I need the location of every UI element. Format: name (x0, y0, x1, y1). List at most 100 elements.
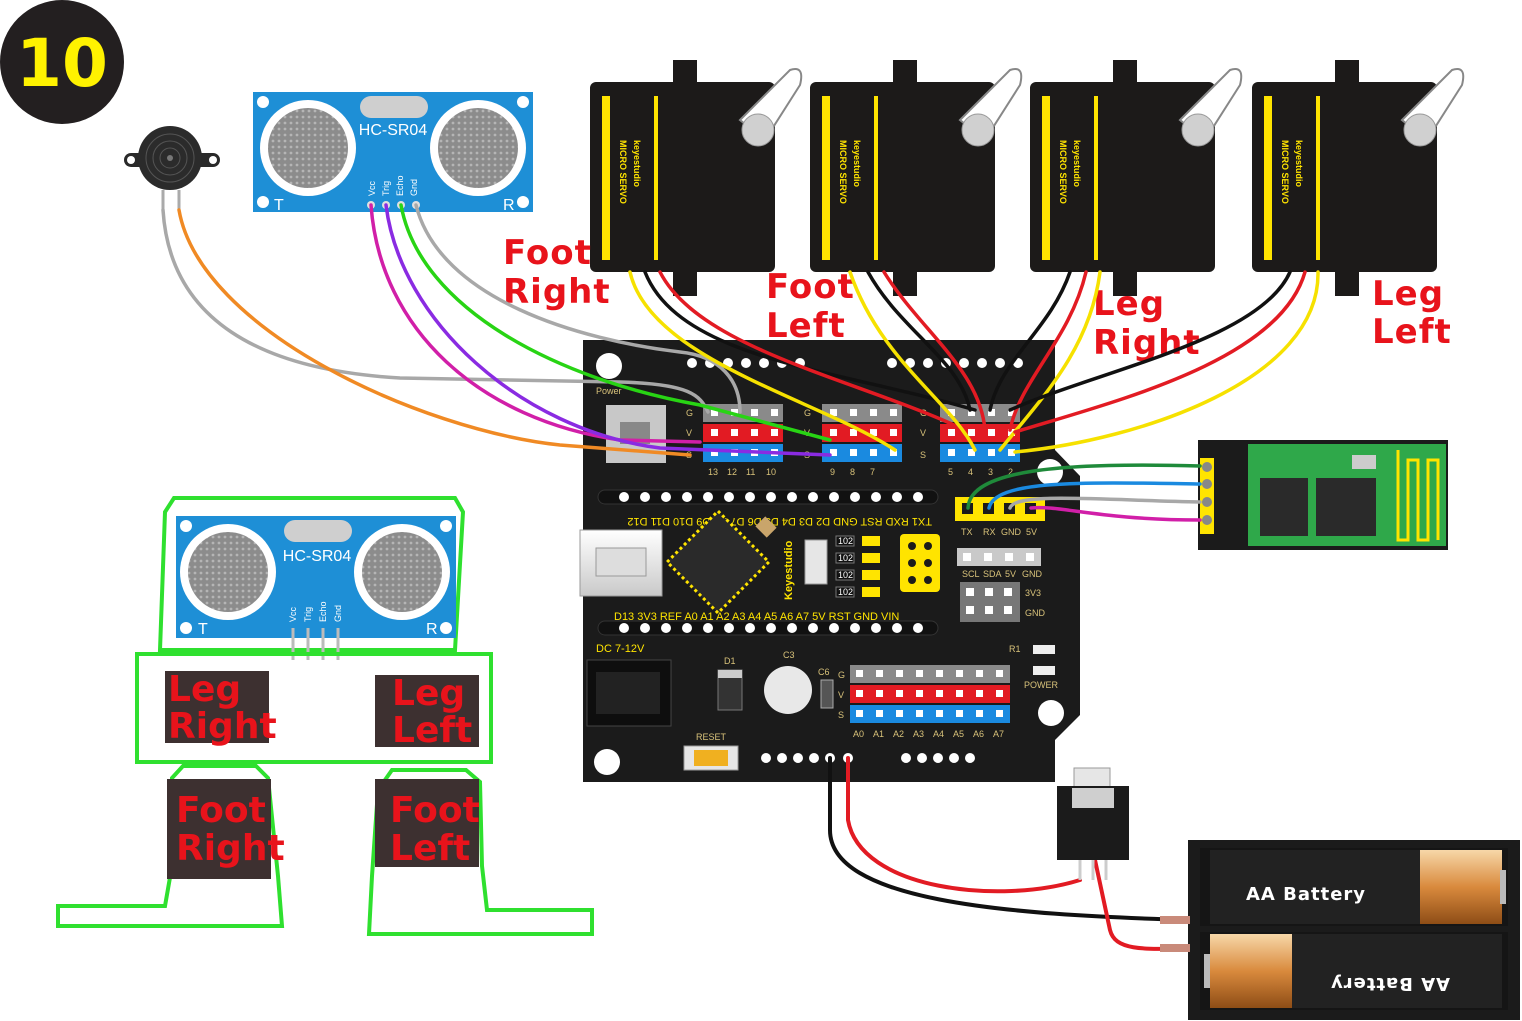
pin-3: 3 (988, 467, 993, 477)
analog-a6: A6 (973, 729, 984, 739)
r1-label: R1 (1009, 644, 1021, 654)
serial-pin-gnd: GND (1001, 527, 1022, 537)
pin-8: 8 (850, 467, 855, 477)
analog-pin-block (850, 665, 1010, 723)
wire-servo3-g (988, 270, 1072, 412)
serial-pin-rx: RX (983, 527, 996, 537)
bluetooth-module (1198, 440, 1448, 550)
analog-a7: A7 (993, 729, 1004, 739)
wire-us-vcc (369, 203, 702, 444)
resistor-label: 102 (838, 536, 853, 546)
wire-servo2-v (882, 270, 987, 432)
battery-2-label: AA Battery (1330, 973, 1450, 994)
pin-3v3: 3V3 (1025, 588, 1041, 598)
pin-11: 11 (746, 467, 755, 477)
mount-hole (1038, 700, 1064, 726)
pin-gnd: GND (1025, 608, 1046, 618)
servo-body (590, 82, 775, 272)
robot-body-outline (135, 652, 493, 764)
robot-eye-right-icon (362, 532, 442, 612)
wire-switch-battery (1093, 858, 1194, 951)
wire-bt-rx (987, 481, 1202, 510)
i2c-header (957, 548, 1041, 566)
robot-pin-gnd: Gnd (333, 605, 343, 622)
robot-leg-left (375, 675, 479, 747)
servo-type: MICRO SERVO (1280, 140, 1290, 204)
battery-2 (1292, 934, 1502, 1008)
pin-2: 2 (1008, 467, 1013, 477)
dc-label: DC 7-12V (596, 643, 645, 655)
serial-pin-tx: TX (961, 527, 973, 537)
pin-9: 9 (830, 467, 835, 477)
battery-1 (1210, 850, 1420, 924)
wire-power-gnd (828, 756, 1194, 922)
battery-holder: AA Battery AA Battery (1160, 840, 1520, 1020)
robot-sensor-model: HC-SR04 (283, 548, 352, 565)
receiver-icon (438, 108, 518, 188)
analog-a0: A0 (853, 729, 864, 739)
controller-board: Power G V S (579, 340, 1080, 782)
resistor-label: 102 (838, 570, 853, 580)
gvs-v: V (686, 428, 692, 438)
resistor-label: 102 (838, 587, 853, 597)
robot-foot-left-1: Foot (390, 790, 480, 831)
wire-buzzer-signal (177, 208, 692, 457)
analog-a2: A2 (893, 729, 904, 739)
wires (161, 203, 1320, 951)
ultrasonic-pin-trig: Trig (381, 181, 391, 196)
nano-header-top-labels: TX1 RXD RST GND D2 D3 D4 D5 D6 D7 D8 D9 … (627, 515, 932, 527)
robot-foot-left (375, 779, 479, 867)
c6-label: C6 (818, 667, 830, 677)
wire-servo1-g (643, 270, 977, 412)
gvs-g-mid: G (804, 408, 811, 418)
robot-leg-left-2: Left (392, 710, 472, 751)
ultrasonic-sensor: HC-SR04 T R Vcc Trig Echo Gnd (253, 92, 533, 214)
ultrasonic-model: HC-SR04 (359, 122, 428, 139)
c3-label: C3 (783, 650, 795, 660)
crystal-icon (360, 96, 428, 118)
serial-pin-5v: 5V (1026, 527, 1037, 537)
servo-label-foot-left-2: Left (766, 306, 846, 346)
wire-bt-gnd (1008, 496, 1202, 510)
i2c-pin-gnd: GND (1022, 569, 1043, 579)
slide-switch[interactable] (1057, 767, 1129, 880)
mount-hole (1037, 459, 1063, 485)
nano-reset-button[interactable] (804, 539, 828, 585)
nano-header-bottom-labels: D13 3V3 REF A0 A1 A2 A3 A4 A5 A6 A7 5V R… (614, 611, 899, 623)
ultrasonic-pin-vcc: Vcc (367, 180, 377, 196)
ultrasonic-pin-gnd: Gnd (409, 179, 419, 196)
servo-leg-left: keyestudio MICRO SERVO (1252, 60, 1465, 296)
wire-bt-tx (966, 463, 1202, 510)
analog-a1: A1 (873, 729, 884, 739)
wire-buzzer-gnd (161, 208, 710, 414)
robot-foot-right-outline (56, 764, 285, 928)
robot-pin-vcc: Vcc (288, 606, 298, 622)
step-badge: 10 (0, 0, 124, 124)
resistor-array: 102 102 102 102 (835, 535, 880, 598)
gvs-v-right: V (920, 428, 926, 438)
i2c-pin-scl: SCL (962, 569, 980, 579)
servo-type: MICRO SERVO (618, 140, 628, 204)
mount-hole (596, 353, 622, 379)
pin-13: 13 (708, 467, 718, 477)
servo-brand: keyestudio (1072, 140, 1082, 188)
top-header-right (887, 358, 1023, 368)
wire-power-vin (846, 756, 1082, 894)
robot-t-label: T (198, 621, 208, 638)
board-brand: Keyestudio (783, 540, 795, 600)
robot-foot-left-2: Left (390, 828, 470, 869)
robot-leg-left-1: Leg (392, 673, 465, 714)
analog-a3: A3 (913, 729, 924, 739)
robot-leg-right (165, 671, 269, 743)
servo-foot-left: keyestudio MICRO SERVO (810, 60, 1023, 296)
analog-g: G (838, 670, 845, 680)
robot-foot-right-2: Right (176, 828, 285, 869)
pin-10: 10 (766, 467, 776, 477)
wire-servo1-s (628, 270, 897, 452)
servo-label-leg-left-2: Left (1372, 312, 1452, 352)
servo-label-leg-right-2: Right (1093, 323, 1201, 363)
robot-pin-trig: Trig (303, 607, 313, 622)
wire-servo2-s (848, 270, 977, 452)
reset-label: RESET (696, 732, 727, 742)
servo-type: MICRO SERVO (838, 140, 848, 204)
